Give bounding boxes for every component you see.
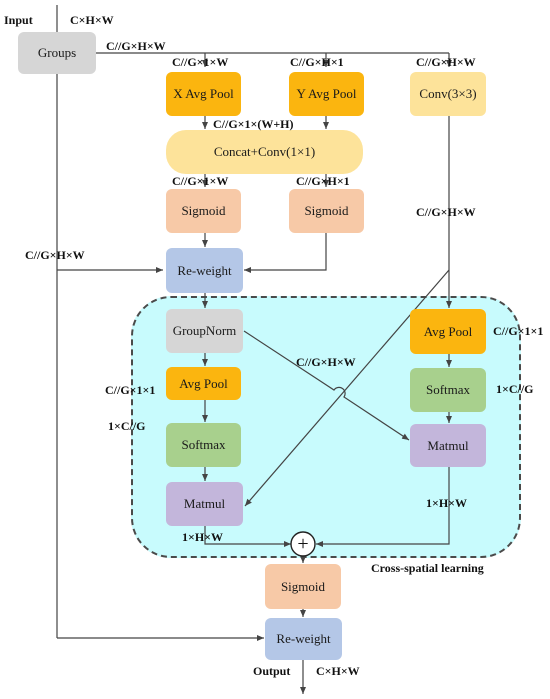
avg-right-out-label: C//G×1×1: [493, 324, 544, 338]
matmul-left-box: Matmul: [166, 482, 243, 526]
softmax-left-box: Softmax: [166, 423, 241, 467]
x-pool-in-label: C//G×1×W: [172, 55, 229, 69]
avg-pool-right-box: Avg Pool: [410, 309, 486, 354]
y-avg-pool-box: Y Avg Pool: [289, 72, 364, 116]
sigmoid-bottom-box: Sigmoid: [265, 564, 341, 609]
output-label: Output: [253, 664, 291, 678]
cross-diag-label: C//G×H×W: [296, 355, 356, 369]
input-label: Input: [4, 13, 33, 27]
avg-pool-left-box: Avg Pool: [166, 367, 241, 400]
sig-right-in-label: C//G×H×1: [296, 174, 350, 188]
arrow-matmul-right-plus: [316, 467, 450, 547]
output-dims-label: C×H×W: [316, 664, 360, 678]
x-avg-pool-box: X Avg Pool: [166, 72, 241, 116]
concat-conv-box: Concat+Conv(1×1): [166, 130, 363, 174]
reweight-top-box: Re-weight: [166, 248, 243, 293]
conv-in-label: C//G×H×W: [416, 55, 476, 69]
matmul-right-out-label: 1×H×W: [426, 496, 468, 510]
matmul-right-box: Matmul: [410, 424, 486, 467]
conv-out-label: C//G×H×W: [416, 205, 476, 219]
plus-circle: [290, 531, 316, 557]
softmax-right-box: Softmax: [410, 368, 486, 412]
arrow-gn-matmul-right: [243, 330, 410, 441]
groups-box: Groups: [18, 32, 96, 74]
reweight-bottom-box: Re-weight: [265, 618, 342, 660]
conv3x3-box: Conv(3×3): [410, 72, 486, 116]
arrow-matmul-left-plus: [204, 526, 291, 547]
y-pool-in-label: C//G×H×1: [290, 55, 344, 69]
region-title-label: Cross-spatial learning: [371, 561, 484, 575]
sig-left-in-label: C//G×1×W: [172, 174, 229, 188]
softmax-right-out-label: 1×C//G: [496, 382, 534, 396]
sigmoid-left-box: Sigmoid: [166, 189, 241, 233]
groupnorm-box: GroupNorm: [166, 309, 243, 353]
arrow-sig-right-reweight: [244, 233, 327, 273]
input-dims-label: C×H×W: [70, 13, 114, 27]
avg-left-in-label: C//G×1×1: [105, 383, 156, 397]
groups-out-label: C//G×H×W: [106, 39, 166, 53]
sigmoid-right-box: Sigmoid: [289, 189, 364, 233]
softmax-left-out-label: 1×C//G: [108, 419, 146, 433]
concat-in-label: C//G×1×(W+H): [213, 117, 294, 131]
matmul-left-out-label: 1×H×W: [182, 530, 224, 544]
skip-left-label: C//G×H×W: [25, 248, 85, 262]
